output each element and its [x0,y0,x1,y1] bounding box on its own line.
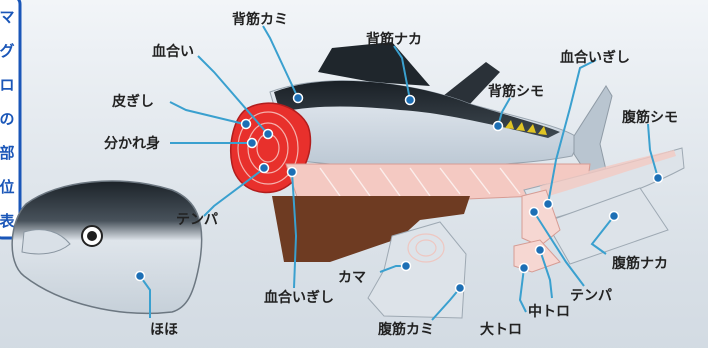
label-kama: カマ [338,270,366,286]
side-title-char: 位 [0,178,15,196]
label-wakaremi: 分かれ身 [104,135,160,152]
label-sesuji-shimo: 背筋シモ [488,83,544,100]
label-hoho: ほほ [150,322,178,338]
side-title-char: グ [0,42,15,60]
label-harasuji-kami: 腹筋カミ [378,321,434,338]
label-sesuji-naka: 背筋ナカ [366,31,422,48]
label-kawagishi: 皮ぎし [111,93,154,110]
label-chiai: 血合い [152,43,194,60]
label-tenpa-lower: テンパ [570,288,612,304]
label-harasuji-shimo: 腹筋シモ [622,109,678,126]
side-title-char: の [0,110,15,128]
eye-pupil [87,231,97,241]
label-chutoro: 中トロ [528,303,570,320]
label-otoro: 大トロ [480,321,522,338]
side-title-char: マ [0,8,15,26]
label-sesuji-kami: 背筋カミ [232,11,288,28]
side-title-char: ロ [0,76,15,94]
side-title-char: 表 [0,212,15,230]
side-title-box: マ グ ロ の 部 位 表 [0,0,20,238]
label-harasuji-naka: 腹筋ナカ [612,255,668,272]
label-chiai-igishi-bottom: 血合いぎし [264,289,334,306]
label-chiai-igishi-top: 血合いぎし [560,49,630,66]
label-tenpa-upper: テンパ [176,212,218,228]
side-title-char: 部 [0,144,15,162]
